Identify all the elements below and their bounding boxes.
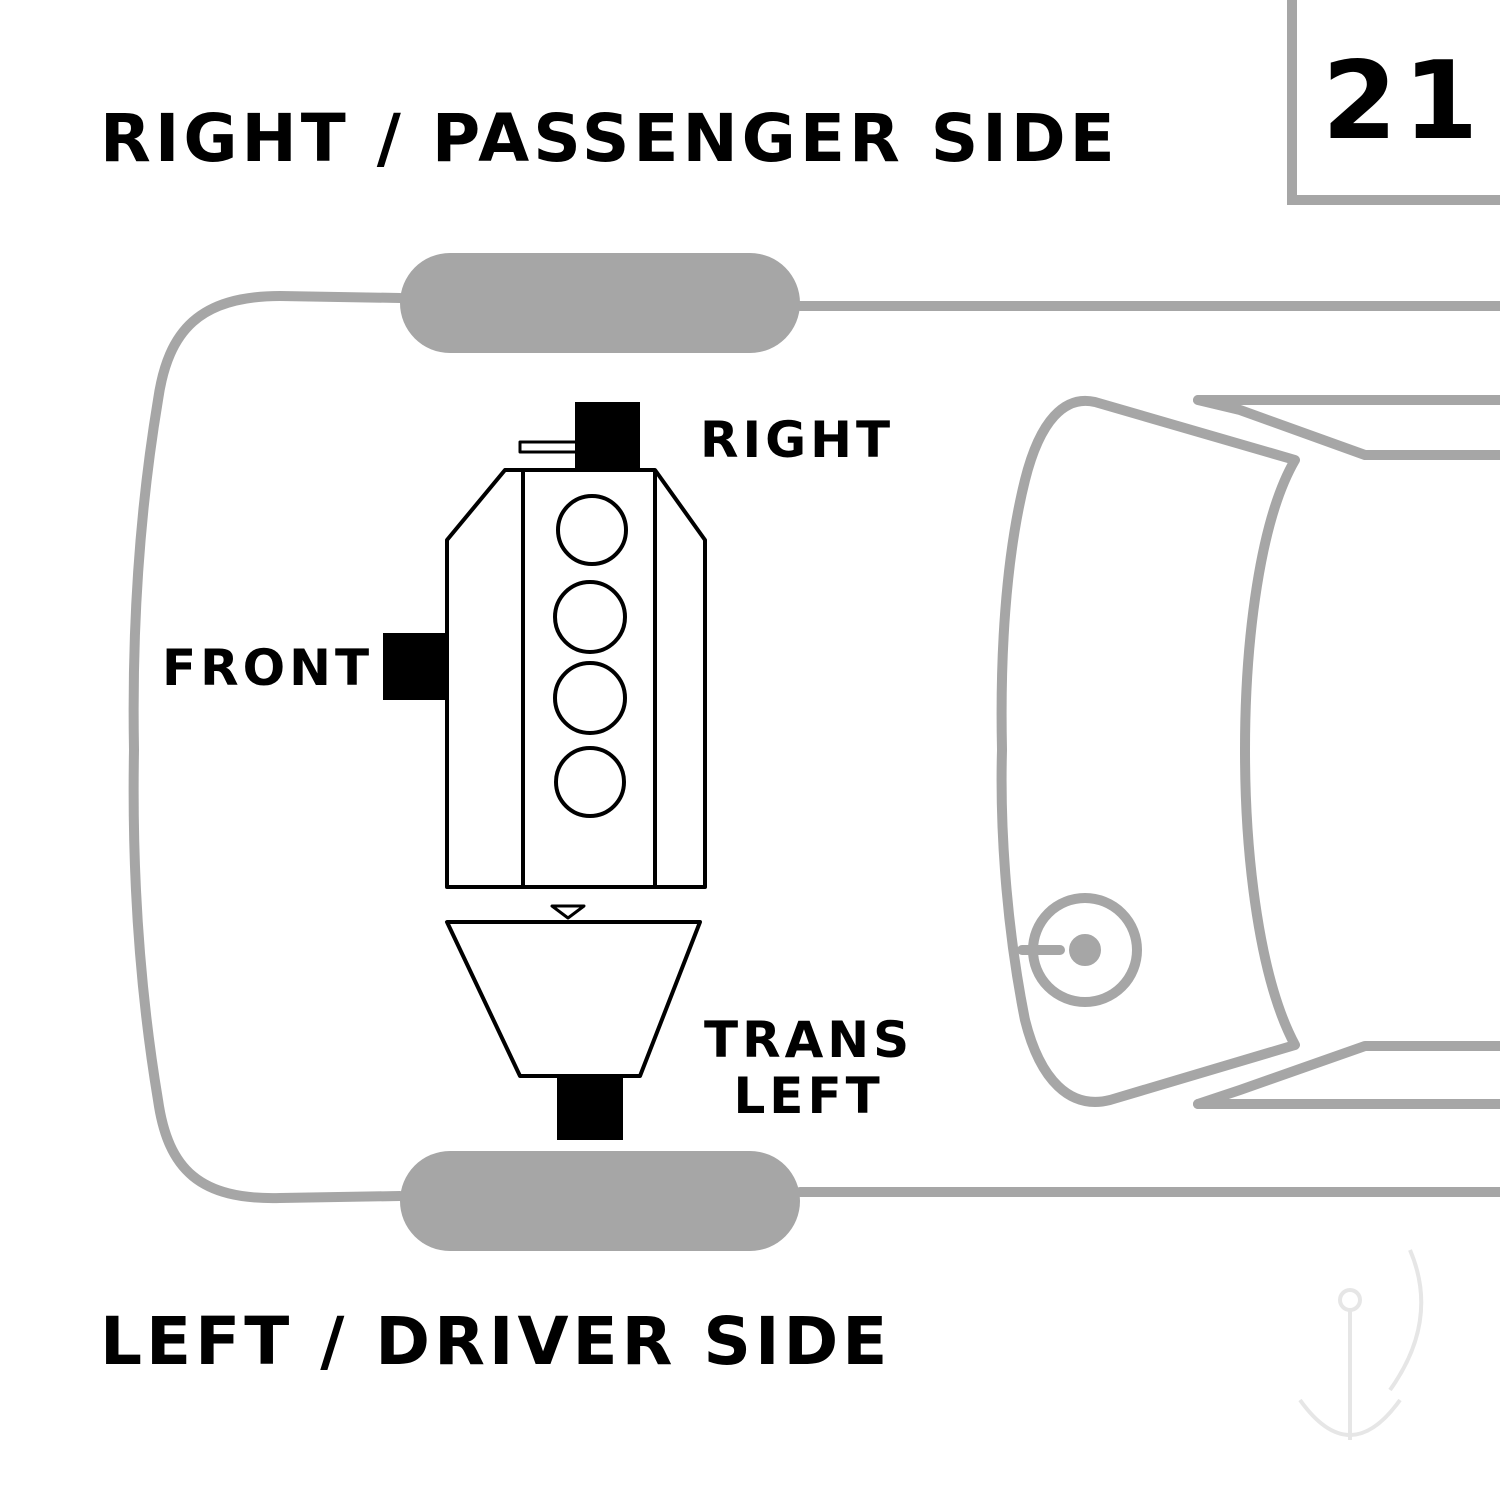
cylinder-2 — [553, 580, 627, 654]
watermark-ring — [1338, 1288, 1362, 1312]
cylinder-3 — [553, 661, 627, 735]
trans-label-line-2: LEFT — [733, 1067, 884, 1125]
right-mount-label: RIGHT — [700, 411, 895, 469]
engine-block — [445, 440, 707, 1078]
watermark-swoosh — [1388, 1249, 1424, 1392]
engine-outline — [445, 468, 707, 889]
steering-hub — [1069, 934, 1101, 966]
tire-left-front — [400, 1151, 800, 1251]
tire-right-front — [400, 253, 800, 353]
vehicle-outline — [128, 291, 1500, 1204]
steering-wheel — [1028, 893, 1142, 1007]
passenger-side-label: RIGHT / PASSENGER SIDE — [100, 100, 1119, 177]
mount-front-block — [383, 633, 447, 700]
trans-label-line-1: TRANS — [704, 1011, 914, 1069]
watermark-arc — [1298, 1398, 1402, 1437]
cabin-roof-bottom-line — [1193, 1041, 1500, 1109]
number-box-frame — [1287, 0, 1500, 205]
cylinder-4 — [554, 746, 626, 818]
cabin-windshield — [996, 395, 1300, 1107]
right-mount-bracket — [518, 440, 582, 454]
driver-side-label: LEFT / DRIVER SIDE — [100, 1303, 892, 1380]
trans-left-mount-label: TRANS LEFT — [704, 1012, 913, 1124]
mount-right-block — [575, 402, 640, 470]
front-mount-label: FRONT — [162, 639, 374, 697]
cylinder-1 — [556, 494, 628, 566]
anchor-logo-watermark — [1298, 1249, 1424, 1440]
transmission-dowel — [550, 904, 586, 920]
diagram-number: 21 — [1322, 39, 1485, 164]
body-front-outline — [128, 291, 405, 1204]
mount-trans-left-block — [557, 1076, 623, 1140]
transmission-outline — [445, 920, 702, 1078]
